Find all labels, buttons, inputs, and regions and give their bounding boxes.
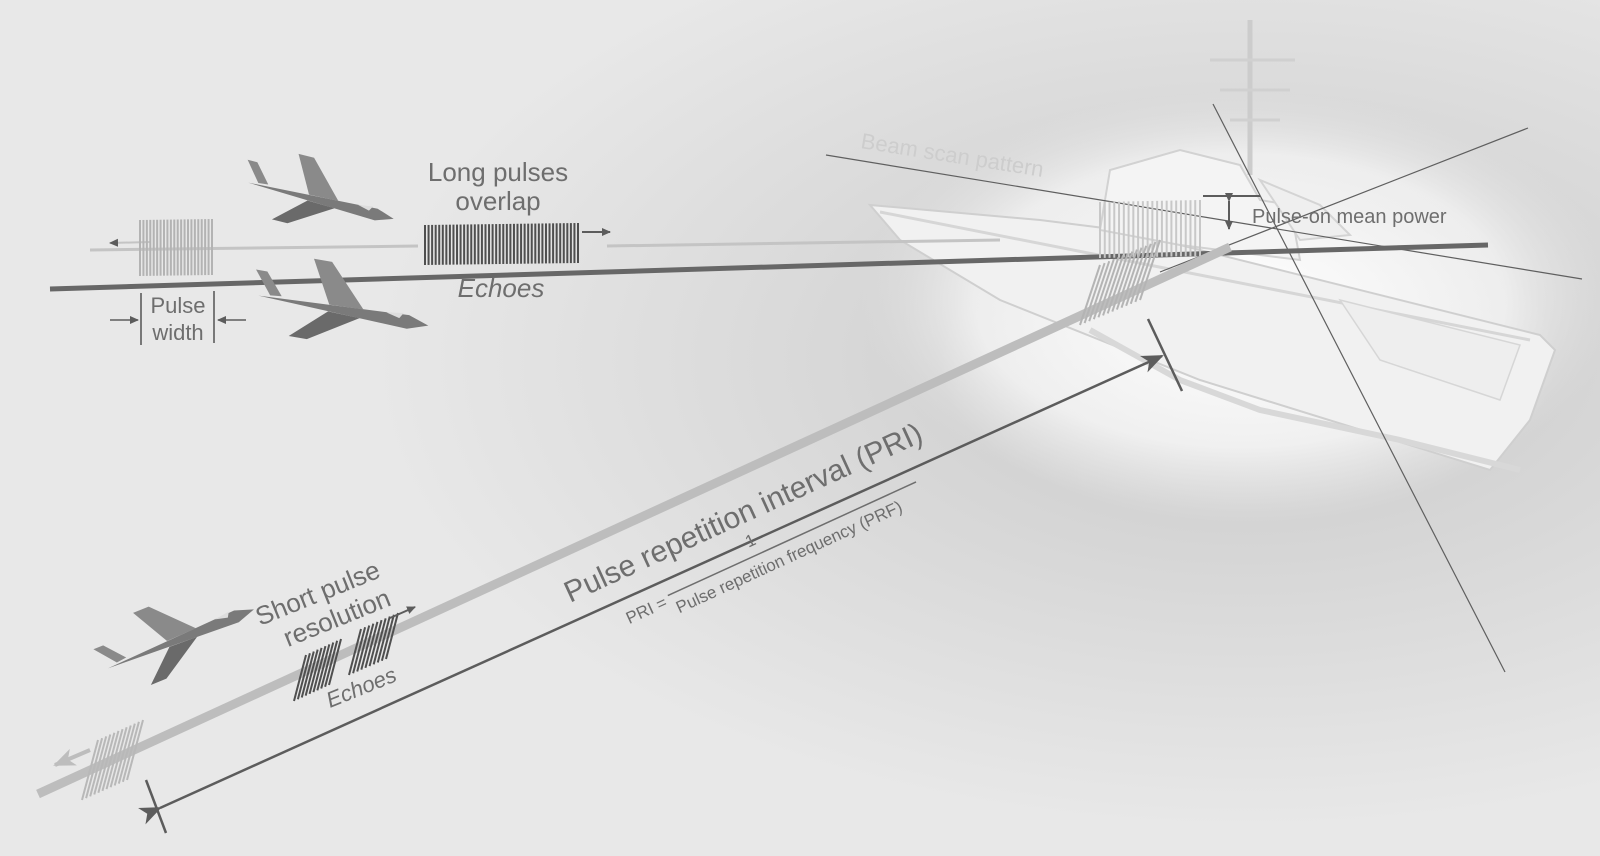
long-pulses-label-line2: overlap bbox=[455, 186, 540, 216]
pulse-tick bbox=[1129, 243, 1152, 305]
pulse-tick bbox=[1102, 255, 1125, 316]
pulse-width-label-line2: width bbox=[151, 320, 203, 345]
pulse-power-marker bbox=[1203, 193, 1260, 230]
pri-tick-left bbox=[144, 779, 168, 834]
pulse-width-label-line1: Pulse bbox=[150, 293, 205, 318]
pulse-tick bbox=[89, 736, 108, 797]
pulse-tick bbox=[117, 723, 136, 784]
outgoing-beam-top bbox=[606, 238, 1001, 248]
pulse-tick bbox=[1139, 239, 1161, 301]
long-pulses-label-line1: Long pulses bbox=[428, 157, 568, 187]
pulse-tick bbox=[1088, 260, 1111, 322]
pri-fraction-bar bbox=[667, 481, 917, 597]
echoes-label-top: Echoes bbox=[458, 273, 545, 303]
pulse-width-indicator bbox=[110, 291, 246, 345]
fighter-jet-icon bbox=[247, 153, 394, 224]
pulse-tick bbox=[93, 734, 112, 795]
outgoing-beam-top-left bbox=[89, 244, 419, 252]
pulse-tick bbox=[1111, 251, 1134, 312]
pulse-tick bbox=[1125, 245, 1148, 307]
pulse-tick bbox=[1097, 256, 1120, 318]
pulse-train-beam bbox=[1079, 239, 1161, 326]
pulse-on-mean-power-label: Pulse-on mean power bbox=[1252, 206, 1447, 228]
pulse-tick bbox=[121, 721, 140, 783]
pulse-tick bbox=[85, 737, 104, 799]
pulse-tick bbox=[1134, 241, 1157, 303]
outgoing-arrow-bottom bbox=[53, 748, 91, 767]
echo-line-top bbox=[49, 242, 1489, 292]
pulse-tick bbox=[1083, 262, 1106, 324]
pulse-tick bbox=[81, 739, 99, 801]
pulse-tick bbox=[1106, 253, 1129, 314]
pulse-tick bbox=[113, 725, 132, 786]
pulse-tick bbox=[109, 727, 128, 788]
pulse-train-ship bbox=[1099, 200, 1201, 258]
pulse-tick bbox=[1115, 249, 1138, 310]
pri-arrow bbox=[138, 354, 1164, 825]
pulse-tick bbox=[97, 732, 116, 793]
pulse-tick bbox=[101, 730, 120, 792]
pulse-tick bbox=[1120, 247, 1143, 309]
pulse-train-tail bbox=[81, 719, 144, 801]
pulse-tick bbox=[1092, 258, 1115, 320]
fighter-jet-icon bbox=[256, 258, 429, 340]
pulse-tick bbox=[1079, 264, 1101, 326]
pulse-train-overlap bbox=[424, 223, 579, 265]
pri-tick-right bbox=[1146, 318, 1184, 392]
pulse-tick bbox=[105, 728, 124, 790]
pulse-train-top-left bbox=[139, 219, 213, 276]
